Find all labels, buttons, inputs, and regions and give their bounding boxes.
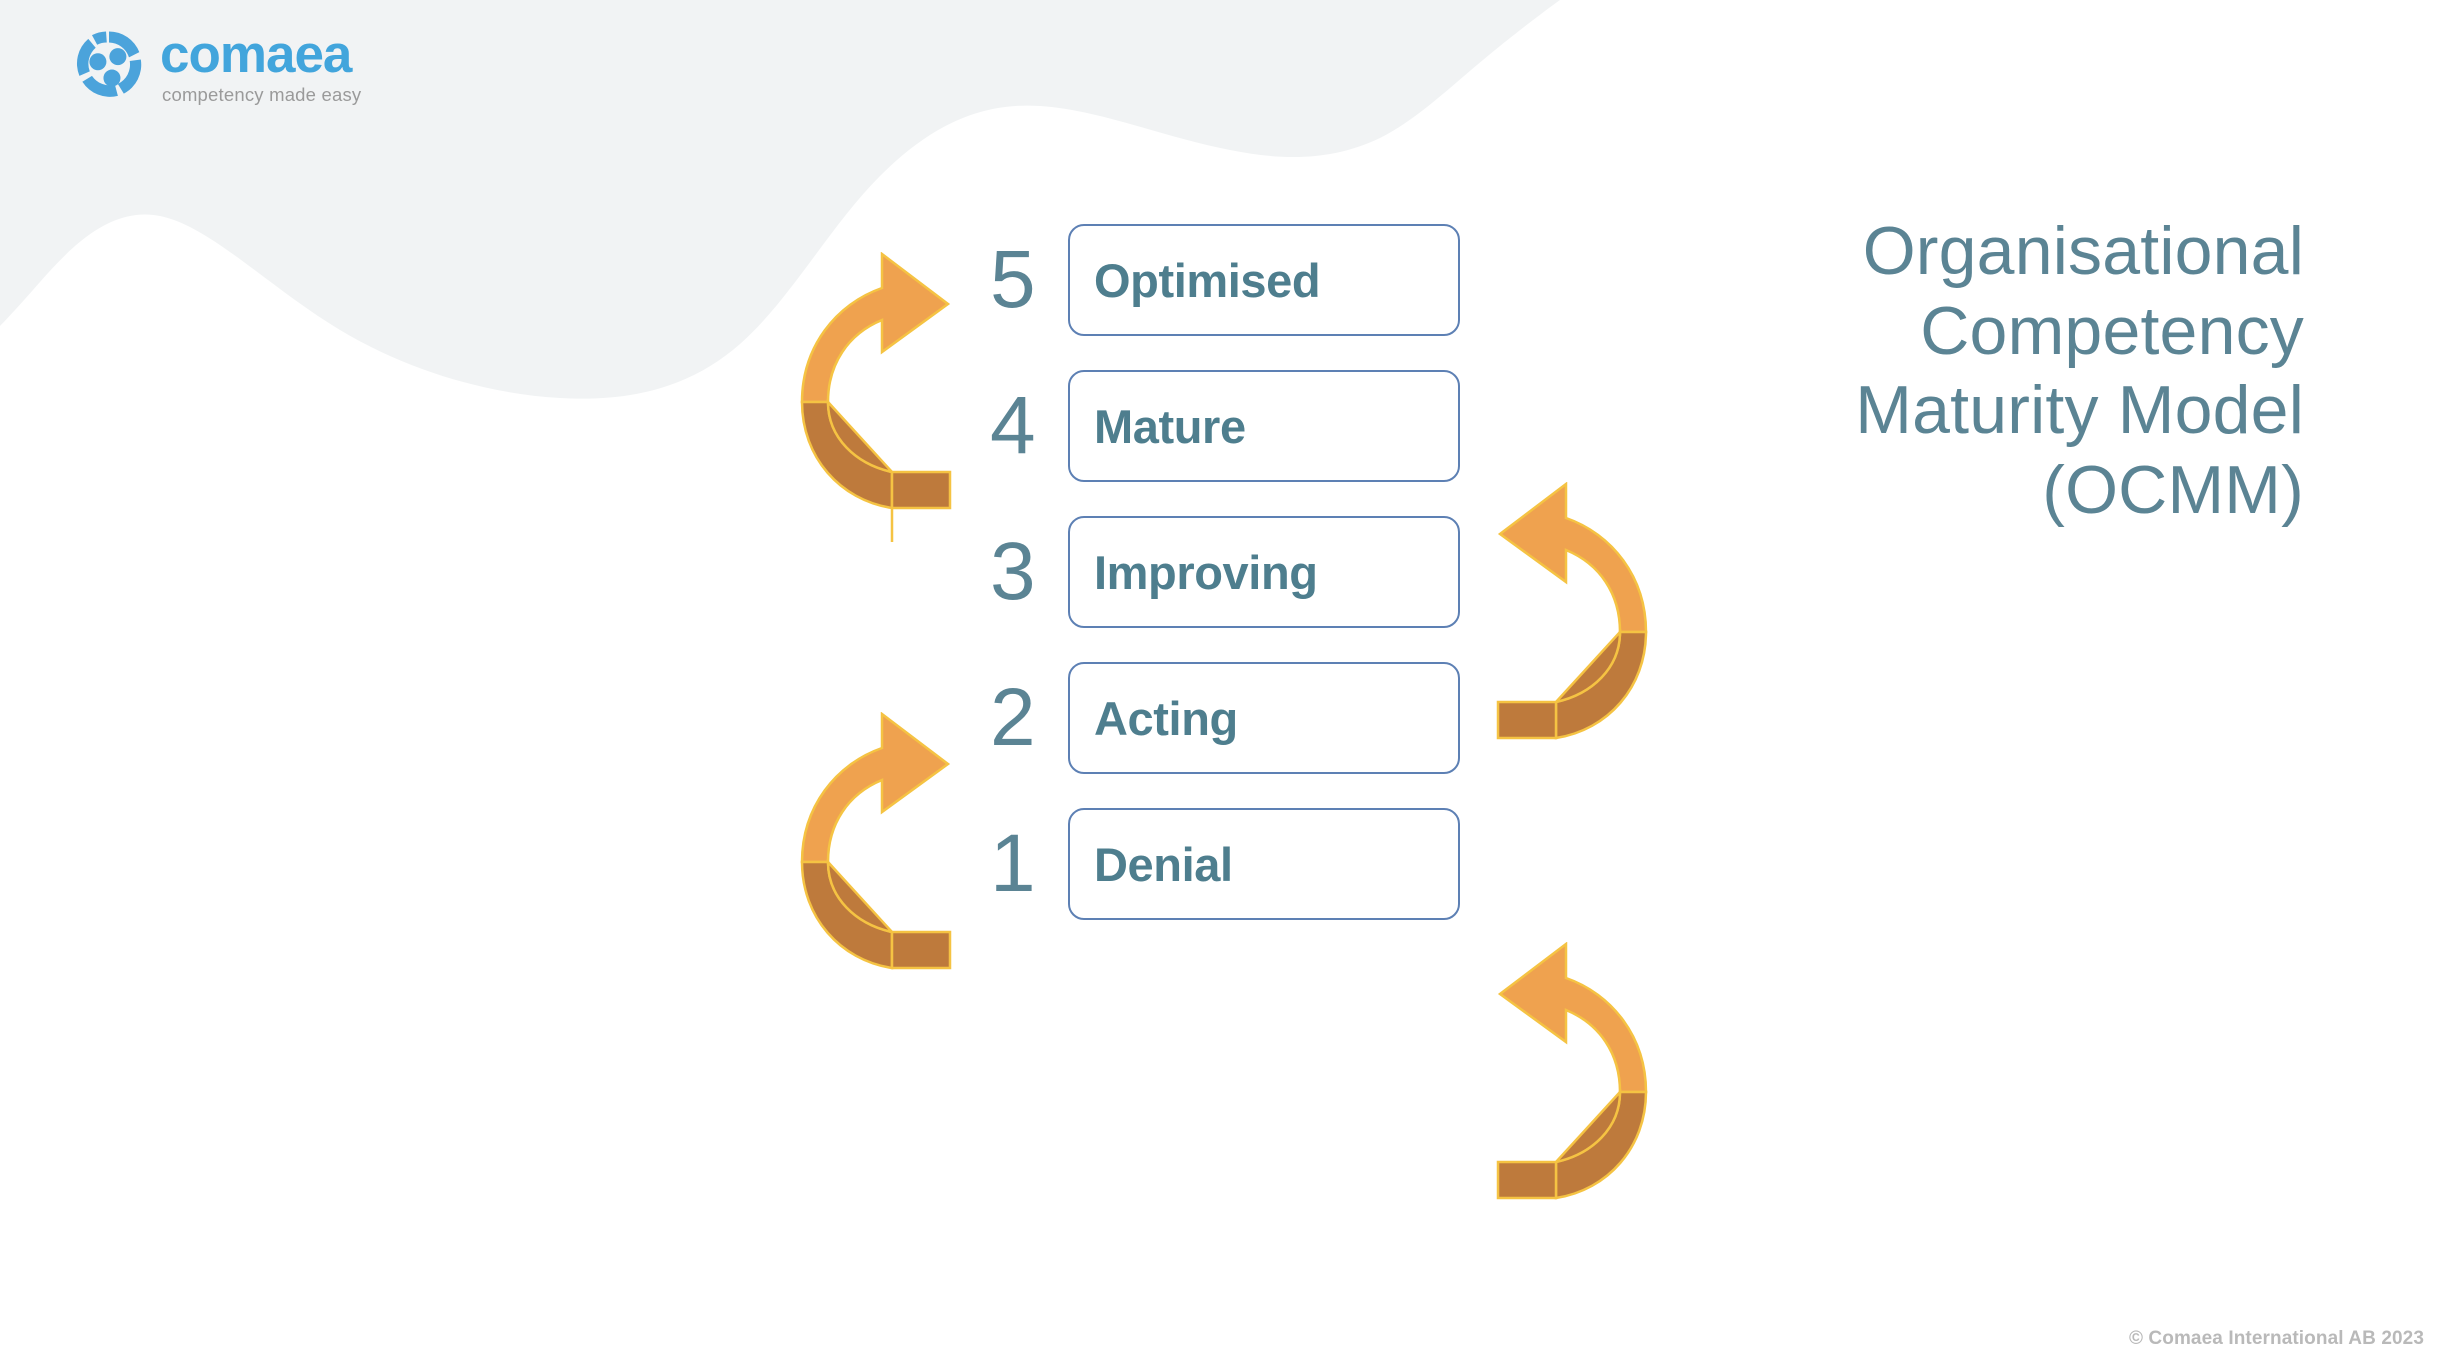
stage-row-acting: 2 Acting — [990, 660, 1460, 776]
stage-row-mature: 4 Mature — [990, 368, 1460, 484]
stage-number-1: 1 — [990, 818, 1037, 909]
brand-tagline: competency made easy — [162, 84, 362, 105]
stage-number-3: 3 — [990, 526, 1037, 617]
brand-name: comaea — [160, 25, 352, 84]
stage-box-mature[interactable]: Mature — [1068, 370, 1460, 482]
stage-label-mature: Mature — [1094, 399, 1246, 453]
maturity-ladder: 5 Optimised 4 Mature 3 Improving 2 Actin… — [990, 222, 1460, 922]
stage-box-improving[interactable]: Improving — [1068, 516, 1460, 628]
stage-label-denial: Denial — [1094, 837, 1233, 891]
stage-box-acting[interactable]: Acting — [1068, 662, 1460, 774]
stage-row-optimised: 5 Optimised — [990, 222, 1460, 338]
page-title: Organisational Competency Maturity Model… — [1704, 212, 2304, 530]
stage-label-optimised: Optimised — [1094, 253, 1321, 307]
arrow-down-right-mature-icon — [1496, 482, 1648, 740]
stage-number-4: 4 — [990, 380, 1037, 471]
copyright-notice: © Comaea International AB 2023 — [2128, 1328, 2424, 1349]
arrow-down-right-acting-icon — [1496, 942, 1648, 1200]
stage-row-improving: 3 Improving — [990, 514, 1460, 630]
arrow-up-left-improving-icon — [800, 712, 952, 970]
stage-number-5: 5 — [990, 234, 1037, 325]
comaea-circle-logo-icon — [76, 31, 142, 98]
brand-logo: comaea competency made easy — [72, 24, 361, 105]
title-line-3: Maturity Model — [1855, 372, 2304, 449]
title-line-1: Organisational — [1862, 213, 2304, 289]
title-line-2: Competency — [1920, 292, 2304, 369]
stage-number-2: 2 — [990, 672, 1037, 763]
stage-label-acting: Acting — [1094, 691, 1238, 745]
stage-label-improving: Improving — [1094, 545, 1318, 599]
arrow-up-left-optimised-icon — [800, 252, 952, 542]
stage-box-denial[interactable]: Denial — [1068, 808, 1460, 920]
title-line-4: (OCMM) — [2042, 451, 2304, 528]
stage-box-optimised[interactable]: Optimised — [1068, 224, 1460, 336]
stage-row-denial: 1 Denial — [990, 806, 1460, 922]
